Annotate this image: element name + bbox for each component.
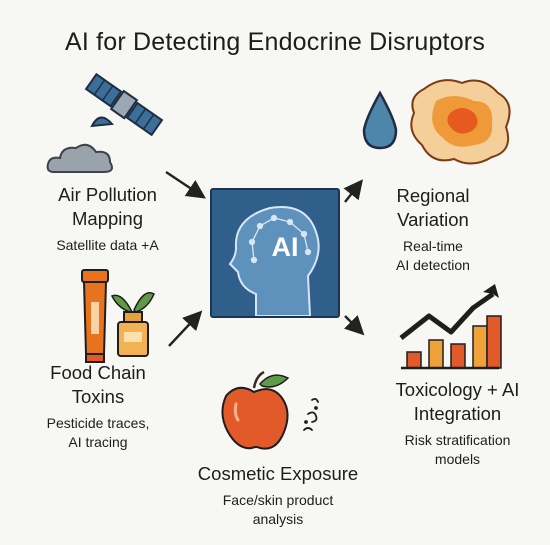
chart-icon-bar [428, 339, 444, 369]
food-subtitle-1: Pesticide traces, [46, 415, 150, 431]
air-title-1: Air Pollution [58, 184, 157, 205]
tox-title-1: Toxicology + AI [395, 379, 520, 400]
food-title-1: Food Chain [50, 362, 146, 383]
heatmap-blob-icon [410, 79, 511, 165]
node-air-pollution: Air Pollution Mapping Satellite data +A [20, 183, 195, 255]
spray-bottle-icon [110, 292, 155, 357]
node-food-chain: Food Chain Toxins Pesticide traces, AI t… [18, 361, 178, 452]
arrow-air-to-ai [165, 171, 206, 199]
cosmetic-tube-icon [81, 269, 109, 363]
food-subtitle-2: AI tracing [68, 434, 128, 450]
apple-icon [221, 370, 319, 450]
center-ai-label: AI [271, 232, 299, 262]
arrow-ai-to-regional [343, 179, 363, 203]
tox-subtitle-2: models [434, 451, 481, 467]
cosmetic-subtitle-1: Face/skin product [222, 492, 334, 508]
node-regional-variation: Regional Variation Real-time AI detectio… [363, 184, 503, 275]
cloud-icon [46, 143, 113, 173]
regional-title-1: Regional [396, 185, 470, 206]
air-title-2: Mapping [72, 208, 143, 229]
regional-subtitle-1: Real-time [403, 238, 463, 254]
regional-subtitle-2: AI detection [396, 257, 470, 273]
center-ai-box: AI [210, 188, 340, 318]
satellite-icon [84, 72, 164, 137]
node-toxicology: Toxicology + AI Integration Risk stratif… [370, 378, 545, 469]
bar-chart-icon [399, 284, 502, 370]
ai-head-icon [228, 206, 320, 316]
tox-subtitle-1: Risk stratification [404, 432, 511, 448]
chart-icon-bar [472, 325, 488, 369]
arrow-ai-to-tox [344, 315, 365, 336]
air-subtitle: Satellite data +A [56, 237, 159, 253]
chart-icon-bar [486, 315, 502, 369]
cosmetic-title: Cosmetic Exposure [197, 463, 359, 484]
food-title-2: Toxins [71, 386, 125, 407]
node-cosmetic-exposure: Cosmetic Exposure Face/skin product anal… [168, 462, 388, 529]
regional-title-2: Variation [397, 209, 469, 230]
chart-icon-bar [406, 351, 422, 369]
cosmetic-subtitle-2: analysis [252, 511, 304, 527]
chart-icon-bar [450, 343, 466, 369]
arrow-food-to-ai [168, 310, 203, 347]
water-drop-icon [362, 90, 398, 150]
tox-title-2: Integration [413, 403, 502, 424]
diagram-title: AI for Detecting Endocrine Disruptors [64, 28, 486, 56]
